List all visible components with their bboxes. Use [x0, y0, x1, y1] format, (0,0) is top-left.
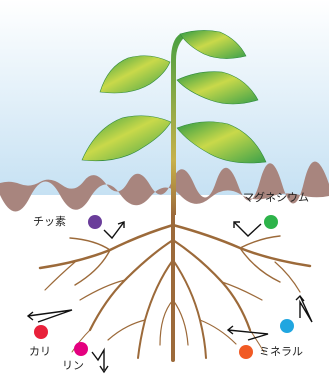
- arrow-mineral: [228, 330, 268, 340]
- mineral-label: ミネラル: [259, 346, 303, 358]
- magnesium-label: マグネシウム: [243, 192, 309, 204]
- potassium-label: カリ: [29, 346, 51, 358]
- phosphorus-dot: [74, 342, 88, 356]
- arrow-water-head: [296, 296, 304, 301]
- phosphorus-label: リン: [62, 360, 84, 372]
- sky: [0, 0, 329, 195]
- mineral-dot: [239, 345, 253, 359]
- arrow-potassium: [28, 310, 72, 322]
- roots: [40, 215, 310, 360]
- magnesium-dot: [264, 215, 278, 229]
- nitrogen-dot: [88, 215, 102, 229]
- arrow-magnesium: [234, 222, 261, 236]
- arrow-phosphorus: [92, 350, 104, 370]
- water-dot: [280, 319, 294, 333]
- potassium-dot: [34, 325, 48, 339]
- nitrogen-label: チッ素: [33, 216, 66, 228]
- arrow-water: [300, 296, 312, 322]
- arrow-nitrogen: [104, 222, 124, 238]
